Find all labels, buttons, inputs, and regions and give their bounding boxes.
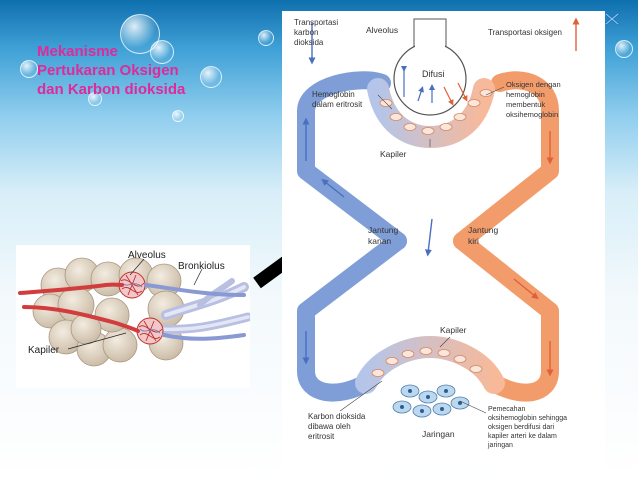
label-bronkiolus: Bronkiolus xyxy=(178,261,225,272)
slide-title: Mekanisme Pertukaran Oksigen dan Karbon … xyxy=(37,42,267,99)
diffusion-arrows xyxy=(401,66,468,106)
gas-exchange-diagram: Transportasi karbon dioksida Alveolus Tr… xyxy=(294,17,580,449)
label-hemoglobin: Hemoglobin dalam eritrosit xyxy=(312,90,363,109)
label-leader-lines xyxy=(67,258,203,350)
label-jaringan: Jaringan xyxy=(422,429,455,439)
systemic-vessel-blue xyxy=(297,232,407,402)
label-oxyhemoglobin-breakdown: Pemecahan oksihemoglobin sehingga oksige… xyxy=(487,406,569,449)
bubble-decoration xyxy=(20,60,38,78)
label-transport-co2: Transportasi karbon dioksida xyxy=(294,18,340,47)
bubble-decoration xyxy=(88,92,102,106)
alveolus-bulb xyxy=(393,18,467,116)
bubble-decoration xyxy=(150,40,174,64)
label-kapiler-bottom: Kapiler xyxy=(440,325,467,335)
title-line-2: Pertukaran Oksigen xyxy=(37,62,179,79)
capillary-networks xyxy=(118,271,164,345)
label-kapiler: Kapiler xyxy=(28,345,60,356)
bubble-decoration xyxy=(200,66,222,88)
label-co2-carried: Karbon dioksida dibawa oleh eritrosit xyxy=(308,412,368,441)
alveolar-sacs xyxy=(32,257,185,367)
label-alveolus: Alveolus xyxy=(366,25,398,35)
alveolus-illustration-panel: Alveolus Bronkiolus Kapiler xyxy=(16,245,253,388)
label-transport-o2: Transportasi oksigen xyxy=(488,28,562,37)
alveolus-illustration: Alveolus Bronkiolus Kapiler xyxy=(18,250,253,367)
label-leader-lines xyxy=(339,86,505,414)
close-x-icon[interactable] xyxy=(603,12,621,26)
gas-exchange-diagram-panel: Transportasi karbon dioksida Alveolus Tr… xyxy=(282,11,605,467)
bottom-capillary xyxy=(355,335,505,394)
label-jantung-kiri: Jantung kiri xyxy=(468,225,501,246)
blood-vessels xyxy=(18,282,246,341)
tissue-cell-nuclei xyxy=(400,389,462,413)
title-line-3: dan Karbon dioksida xyxy=(37,81,186,98)
bubble-decoration xyxy=(120,14,160,54)
bottom-capillary-erythrocytes xyxy=(371,347,483,377)
label-alveolus: Alveolus xyxy=(128,250,166,261)
bronchiole-tubes xyxy=(151,278,253,334)
flow-arrows xyxy=(302,17,580,377)
bubble-decoration xyxy=(258,30,274,46)
label-difusi: Difusi xyxy=(422,69,445,79)
label-jantung-kanan: Jantung kanan xyxy=(368,225,401,246)
title-line-1: Mekanisme xyxy=(37,43,118,60)
label-kapiler-top: Kapiler xyxy=(380,149,407,159)
bubble-decoration xyxy=(615,40,633,58)
tissue-cells xyxy=(392,384,470,418)
label-oxyhemoglobin: Oksigen dengan hemoglobin membentuk oksi… xyxy=(506,80,563,119)
pulmonary-vessel-orange xyxy=(453,71,559,250)
bubble-decoration xyxy=(172,110,184,122)
